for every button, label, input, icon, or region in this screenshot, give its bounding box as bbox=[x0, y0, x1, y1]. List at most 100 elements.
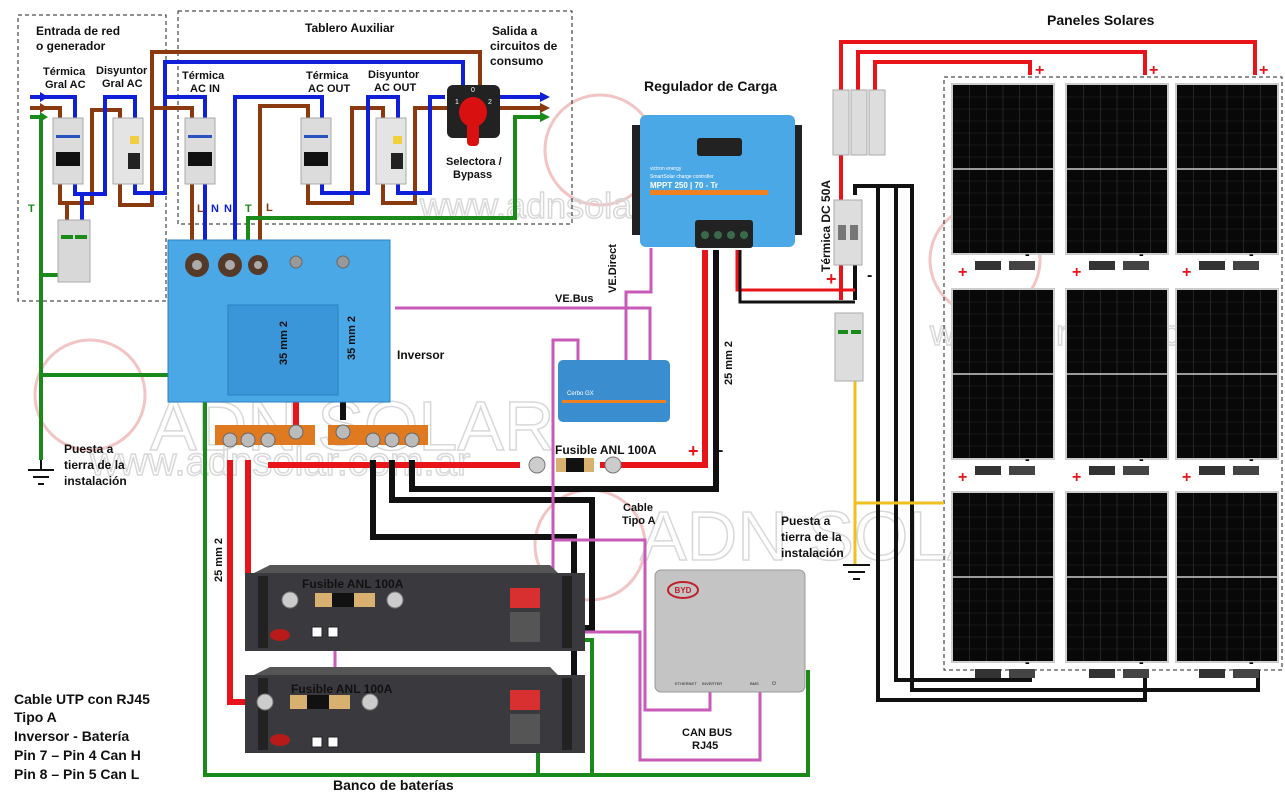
aux-board-box bbox=[177, 10, 573, 225]
mc4-connector bbox=[975, 466, 1035, 475]
mc4-connector bbox=[1199, 669, 1259, 678]
rcd-out-label-2: AC OUT bbox=[374, 82, 416, 94]
note-line-5: Pin 8 – Pin 5 Can L bbox=[14, 766, 140, 782]
panel-plus-label: + bbox=[1149, 62, 1158, 79]
rcd-ac-out bbox=[375, 117, 407, 185]
vebus-label: VE.Bus bbox=[555, 293, 594, 305]
battery-cable-label: 25 mm 2 bbox=[213, 538, 225, 582]
ac-out-label-2: AC OUT bbox=[308, 83, 350, 95]
bms-box: BYD ETHERNET INVERTER BMS ⏻ bbox=[654, 569, 806, 693]
solar-panel bbox=[1175, 491, 1279, 663]
ground-right-1: Puesta a bbox=[781, 514, 831, 528]
panel-minus-label: - bbox=[1249, 246, 1254, 262]
ground-letter: T bbox=[28, 203, 35, 215]
ground-right-3: instalación bbox=[781, 546, 844, 560]
mc4-connector bbox=[1199, 466, 1259, 475]
wire-letter-n1: N bbox=[211, 203, 219, 215]
panel-minus-label: - bbox=[1139, 654, 1144, 670]
solar-panel bbox=[1065, 288, 1169, 460]
mppt-title: Regulador de Carga bbox=[644, 78, 777, 94]
battery-1-fuse-label: Fusible ANL 100A bbox=[302, 577, 404, 591]
pv-fuses bbox=[832, 89, 886, 156]
note-line-4: Pin 7 – Pin 4 Can H bbox=[14, 747, 141, 763]
dc-breaker-minus: - bbox=[867, 267, 872, 284]
cerbo-gx: Cerbo GX bbox=[558, 360, 670, 422]
ac-input-arrows bbox=[40, 92, 550, 122]
ac-in-label-2: AC IN bbox=[190, 83, 220, 95]
selector-label-2: Bypass bbox=[453, 169, 492, 181]
mppt-plus: + bbox=[688, 441, 699, 461]
inverter bbox=[167, 239, 391, 403]
canbus-label-1: CAN BUS bbox=[682, 727, 732, 739]
solar-panel bbox=[951, 491, 1055, 663]
output-label-1: Salida a bbox=[492, 24, 538, 38]
mppt-model-line: SmartSolar charge controller bbox=[650, 174, 714, 180]
panel-plus-label: + bbox=[958, 469, 967, 486]
bms-brand: BYD bbox=[675, 586, 692, 595]
dc-breaker-plus: + bbox=[826, 269, 837, 289]
mppt-minus: - bbox=[718, 442, 723, 459]
panel-plus-label: + bbox=[1182, 264, 1191, 281]
mppt-cable: 25 mm 2 bbox=[723, 341, 735, 385]
fuse-main-label: Fusible ANL 100A bbox=[555, 443, 657, 457]
inverter-label: Inversor bbox=[397, 348, 445, 362]
panel-plus-label: + bbox=[1072, 469, 1081, 486]
ground-left-1: Puesta a bbox=[64, 442, 114, 456]
breaker-ac-out bbox=[300, 117, 332, 185]
mc4-connector bbox=[975, 261, 1035, 270]
grid-input-title-2: o generador bbox=[36, 39, 106, 53]
inverter-cable-pos: 35 mm 2 bbox=[278, 321, 290, 365]
panel-minus-label: - bbox=[1139, 246, 1144, 262]
bms-port-ethernet: ETHERNET bbox=[675, 681, 697, 686]
ground-symbol-right bbox=[843, 564, 870, 580]
battery-2-fuse-label: Fusible ANL 100A bbox=[291, 682, 393, 696]
panel-minus-label: - bbox=[1249, 451, 1254, 467]
selector-pos-2: 2 bbox=[488, 99, 492, 106]
mppt-model: MPPT 250 | 70 - Tr bbox=[650, 181, 718, 190]
breaker-ac-in bbox=[184, 117, 216, 185]
ground-left-3: instalación bbox=[64, 474, 127, 488]
cerbo-label: Cerbo GX bbox=[567, 391, 594, 397]
wire-letter-l1: L bbox=[197, 203, 204, 215]
panel-minus-label: - bbox=[1249, 654, 1254, 670]
canbus-label-2: RJ45 bbox=[692, 740, 718, 752]
mc4-connector bbox=[1089, 466, 1149, 475]
panel-minus-label: - bbox=[1025, 246, 1030, 262]
rcd-out-label-1: Disyuntor bbox=[368, 69, 420, 81]
solar-panels: +-++-++-+-+-+-+--- bbox=[951, 62, 1279, 678]
ac-in-label-1: Térmica bbox=[182, 70, 225, 82]
aux-board-title: Tablero Auxiliar bbox=[305, 21, 395, 35]
panel-minus-label: - bbox=[1139, 451, 1144, 467]
wire-letter-l2: L bbox=[266, 202, 273, 214]
panel-plus-label: + bbox=[1035, 62, 1044, 79]
selector-switch: 0 1 2 bbox=[447, 85, 500, 146]
note-line-1: Cable UTP con RJ45 bbox=[14, 691, 150, 707]
battery-1 bbox=[245, 565, 585, 651]
solar-panel bbox=[1175, 83, 1279, 255]
solar-title: Paneles Solares bbox=[1047, 12, 1155, 28]
panel-plus-label: + bbox=[1259, 62, 1268, 79]
note-line-3: Inversor - Batería bbox=[14, 728, 129, 744]
battery-2 bbox=[245, 667, 585, 753]
solar-panel bbox=[1175, 288, 1279, 460]
panel-minus-label: - bbox=[1025, 451, 1030, 467]
bms-port-power: ⏻ bbox=[772, 681, 776, 687]
breaker-gral-label-1: Térmica bbox=[43, 66, 86, 78]
grid-input-title-1: Entrada de red bbox=[36, 24, 120, 38]
output-label-3: consumo bbox=[490, 54, 543, 68]
solar-panel bbox=[1065, 83, 1169, 255]
breaker-gral-label-2: Gral AC bbox=[45, 79, 86, 91]
surge-protector-ac bbox=[57, 219, 91, 283]
solar-panel bbox=[951, 83, 1055, 255]
rcd-gral-label-2: Gral AC bbox=[102, 78, 143, 90]
ground-left-2: tierra de la bbox=[64, 458, 125, 472]
mc4-connector bbox=[1199, 261, 1259, 270]
solar-panel bbox=[951, 288, 1055, 460]
mc4-connector bbox=[1089, 261, 1149, 270]
wire-letter-n2: N bbox=[224, 203, 232, 215]
mppt-brand: victron energy bbox=[650, 166, 682, 172]
busbar-negative bbox=[328, 424, 428, 448]
selector-pos-1: 1 bbox=[455, 99, 459, 106]
output-label-2: circuitos de bbox=[490, 39, 558, 53]
